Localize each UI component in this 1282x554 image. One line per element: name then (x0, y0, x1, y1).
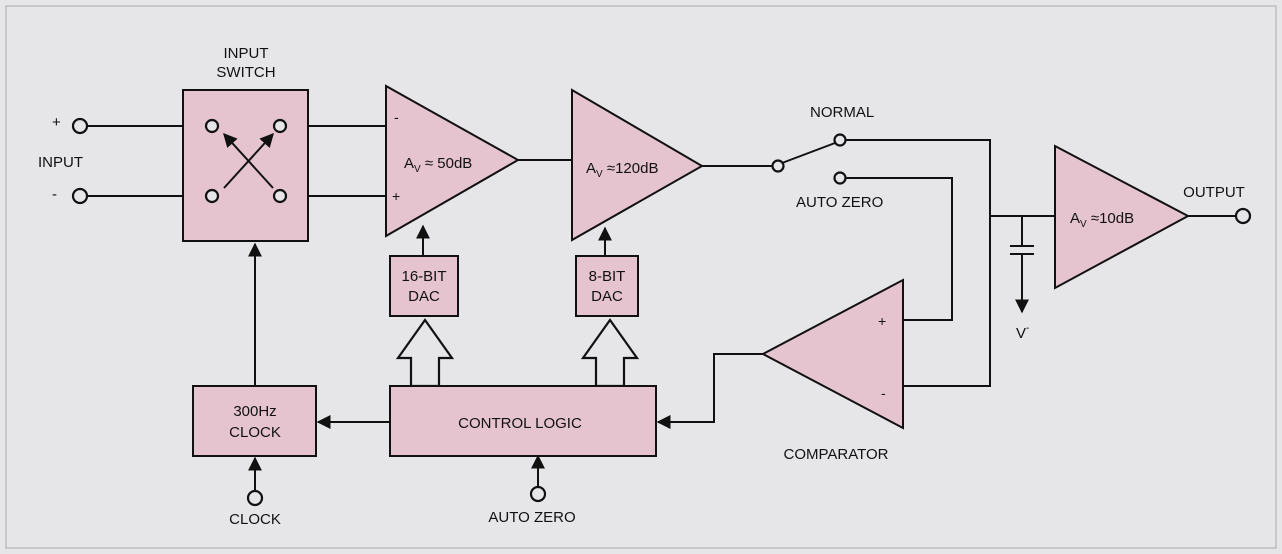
dac16-bus-arrow (395, 318, 455, 388)
input-plus-sign: + (52, 114, 61, 131)
amp1-minus-sign: - (394, 109, 399, 125)
switch-contact-1 (204, 118, 220, 134)
auto-zero-contact-terminal (833, 171, 847, 185)
amp3-triangle (1054, 144, 1191, 290)
dac8-block (575, 255, 639, 317)
comparator-minus-sign: - (881, 385, 886, 401)
supply-label: V- (1016, 323, 1029, 342)
switch-contact-3 (204, 188, 220, 204)
amp1-plus-sign: + (392, 188, 400, 204)
clock-block-label-2: CLOCK (229, 424, 281, 441)
output-terminal (1234, 207, 1252, 225)
amp2-triangle (571, 88, 705, 242)
comparator-triangle (760, 278, 904, 430)
auto-zero-input-terminal (529, 485, 547, 503)
dac8-bus-arrow (580, 318, 640, 388)
switch-pivot-terminal (771, 159, 785, 173)
comparator-plus-sign: + (878, 313, 886, 329)
control-logic-label: CONTROL LOGIC (458, 415, 582, 432)
auto-zero-switch-label: AUTO ZERO (796, 194, 883, 211)
input-label: INPUT (38, 154, 83, 171)
control-logic-block (389, 385, 657, 457)
input-switch-label-1: INPUT (224, 45, 269, 62)
clock-block (192, 385, 317, 457)
input-minus-terminal (71, 187, 89, 205)
switch-contact-2 (272, 118, 288, 134)
output-label: OUTPUT (1183, 184, 1245, 201)
auto-zero-input-label: AUTO ZERO (488, 509, 575, 526)
clock-input-label: CLOCK (229, 511, 281, 528)
input-switch (182, 89, 309, 242)
input-minus-sign: - (52, 186, 57, 203)
clock-block-label-1: 300Hz (233, 403, 276, 420)
wires (87, 125, 1236, 491)
input-plus-terminal (71, 117, 89, 135)
amp2-gain-label: AV ≈120dB (586, 160, 658, 180)
comparator-label: COMPARATOR (783, 446, 888, 463)
normal-contact-terminal (833, 133, 847, 147)
normal-label: NORMAL (810, 104, 874, 121)
dac16-label-2: DAC (408, 288, 440, 305)
amp1-gain-label: AV ≈ 50dB (404, 155, 472, 175)
dac16-block (389, 255, 459, 317)
amp1-triangle (385, 84, 521, 238)
dac16-label-1: 16-BIT (401, 268, 446, 285)
dac8-label-2: DAC (591, 288, 623, 305)
dac8-label-1: 8-BIT (589, 268, 626, 285)
input-switch-label-2: SWITCH (216, 64, 275, 81)
diagram-frame (5, 5, 1277, 549)
amp3-gain-label: AV ≈10dB (1070, 210, 1134, 230)
switch-contact-4 (272, 188, 288, 204)
clock-input-terminal (246, 489, 264, 507)
